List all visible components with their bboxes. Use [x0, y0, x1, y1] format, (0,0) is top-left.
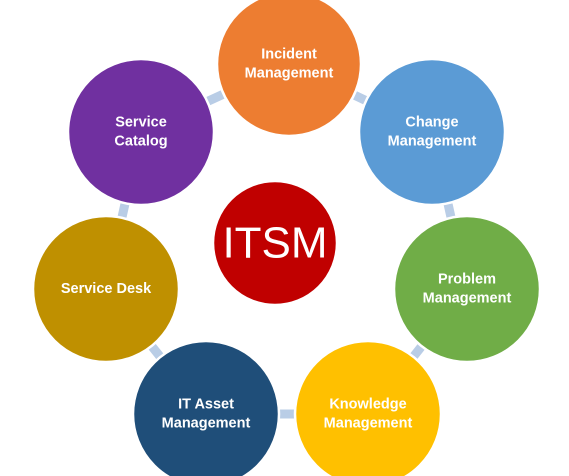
- node-label-line: Change: [405, 115, 458, 131]
- node-circle-service-catalog: [66, 57, 216, 207]
- node-circle-knowledge-management: [293, 339, 443, 476]
- node-label-line: Management: [388, 134, 477, 150]
- center-hub: ITSM: [211, 179, 339, 307]
- center-circle: [211, 179, 339, 307]
- node-label-line: Service: [115, 115, 167, 131]
- cycle-nodes: IncidentManagementChangeManagementProble…: [31, 0, 542, 476]
- node-label-line: Problem: [438, 272, 496, 288]
- node-label-line: Service Desk: [61, 281, 152, 297]
- node-circle-it-asset-management: [131, 339, 281, 476]
- node-label-line: Management: [162, 416, 251, 432]
- node-circle-problem-management: [392, 214, 542, 364]
- node-circle-service-desk: [31, 214, 181, 364]
- node-label-line: Management: [324, 416, 413, 432]
- node-label-line: Catalog: [114, 134, 167, 150]
- center-label: ITSM: [222, 219, 327, 268]
- node-label-line: Incident: [261, 47, 317, 63]
- node-circle-change-management: [357, 57, 507, 207]
- node-label-line: Knowledge: [329, 397, 406, 413]
- node-service-desk: Service Desk: [31, 214, 181, 364]
- node-label-line: IT Asset: [178, 397, 234, 413]
- node-label-line: Management: [245, 66, 334, 82]
- node-label-line: Management: [423, 291, 512, 307]
- node-circle-incident-management: [215, 0, 363, 138]
